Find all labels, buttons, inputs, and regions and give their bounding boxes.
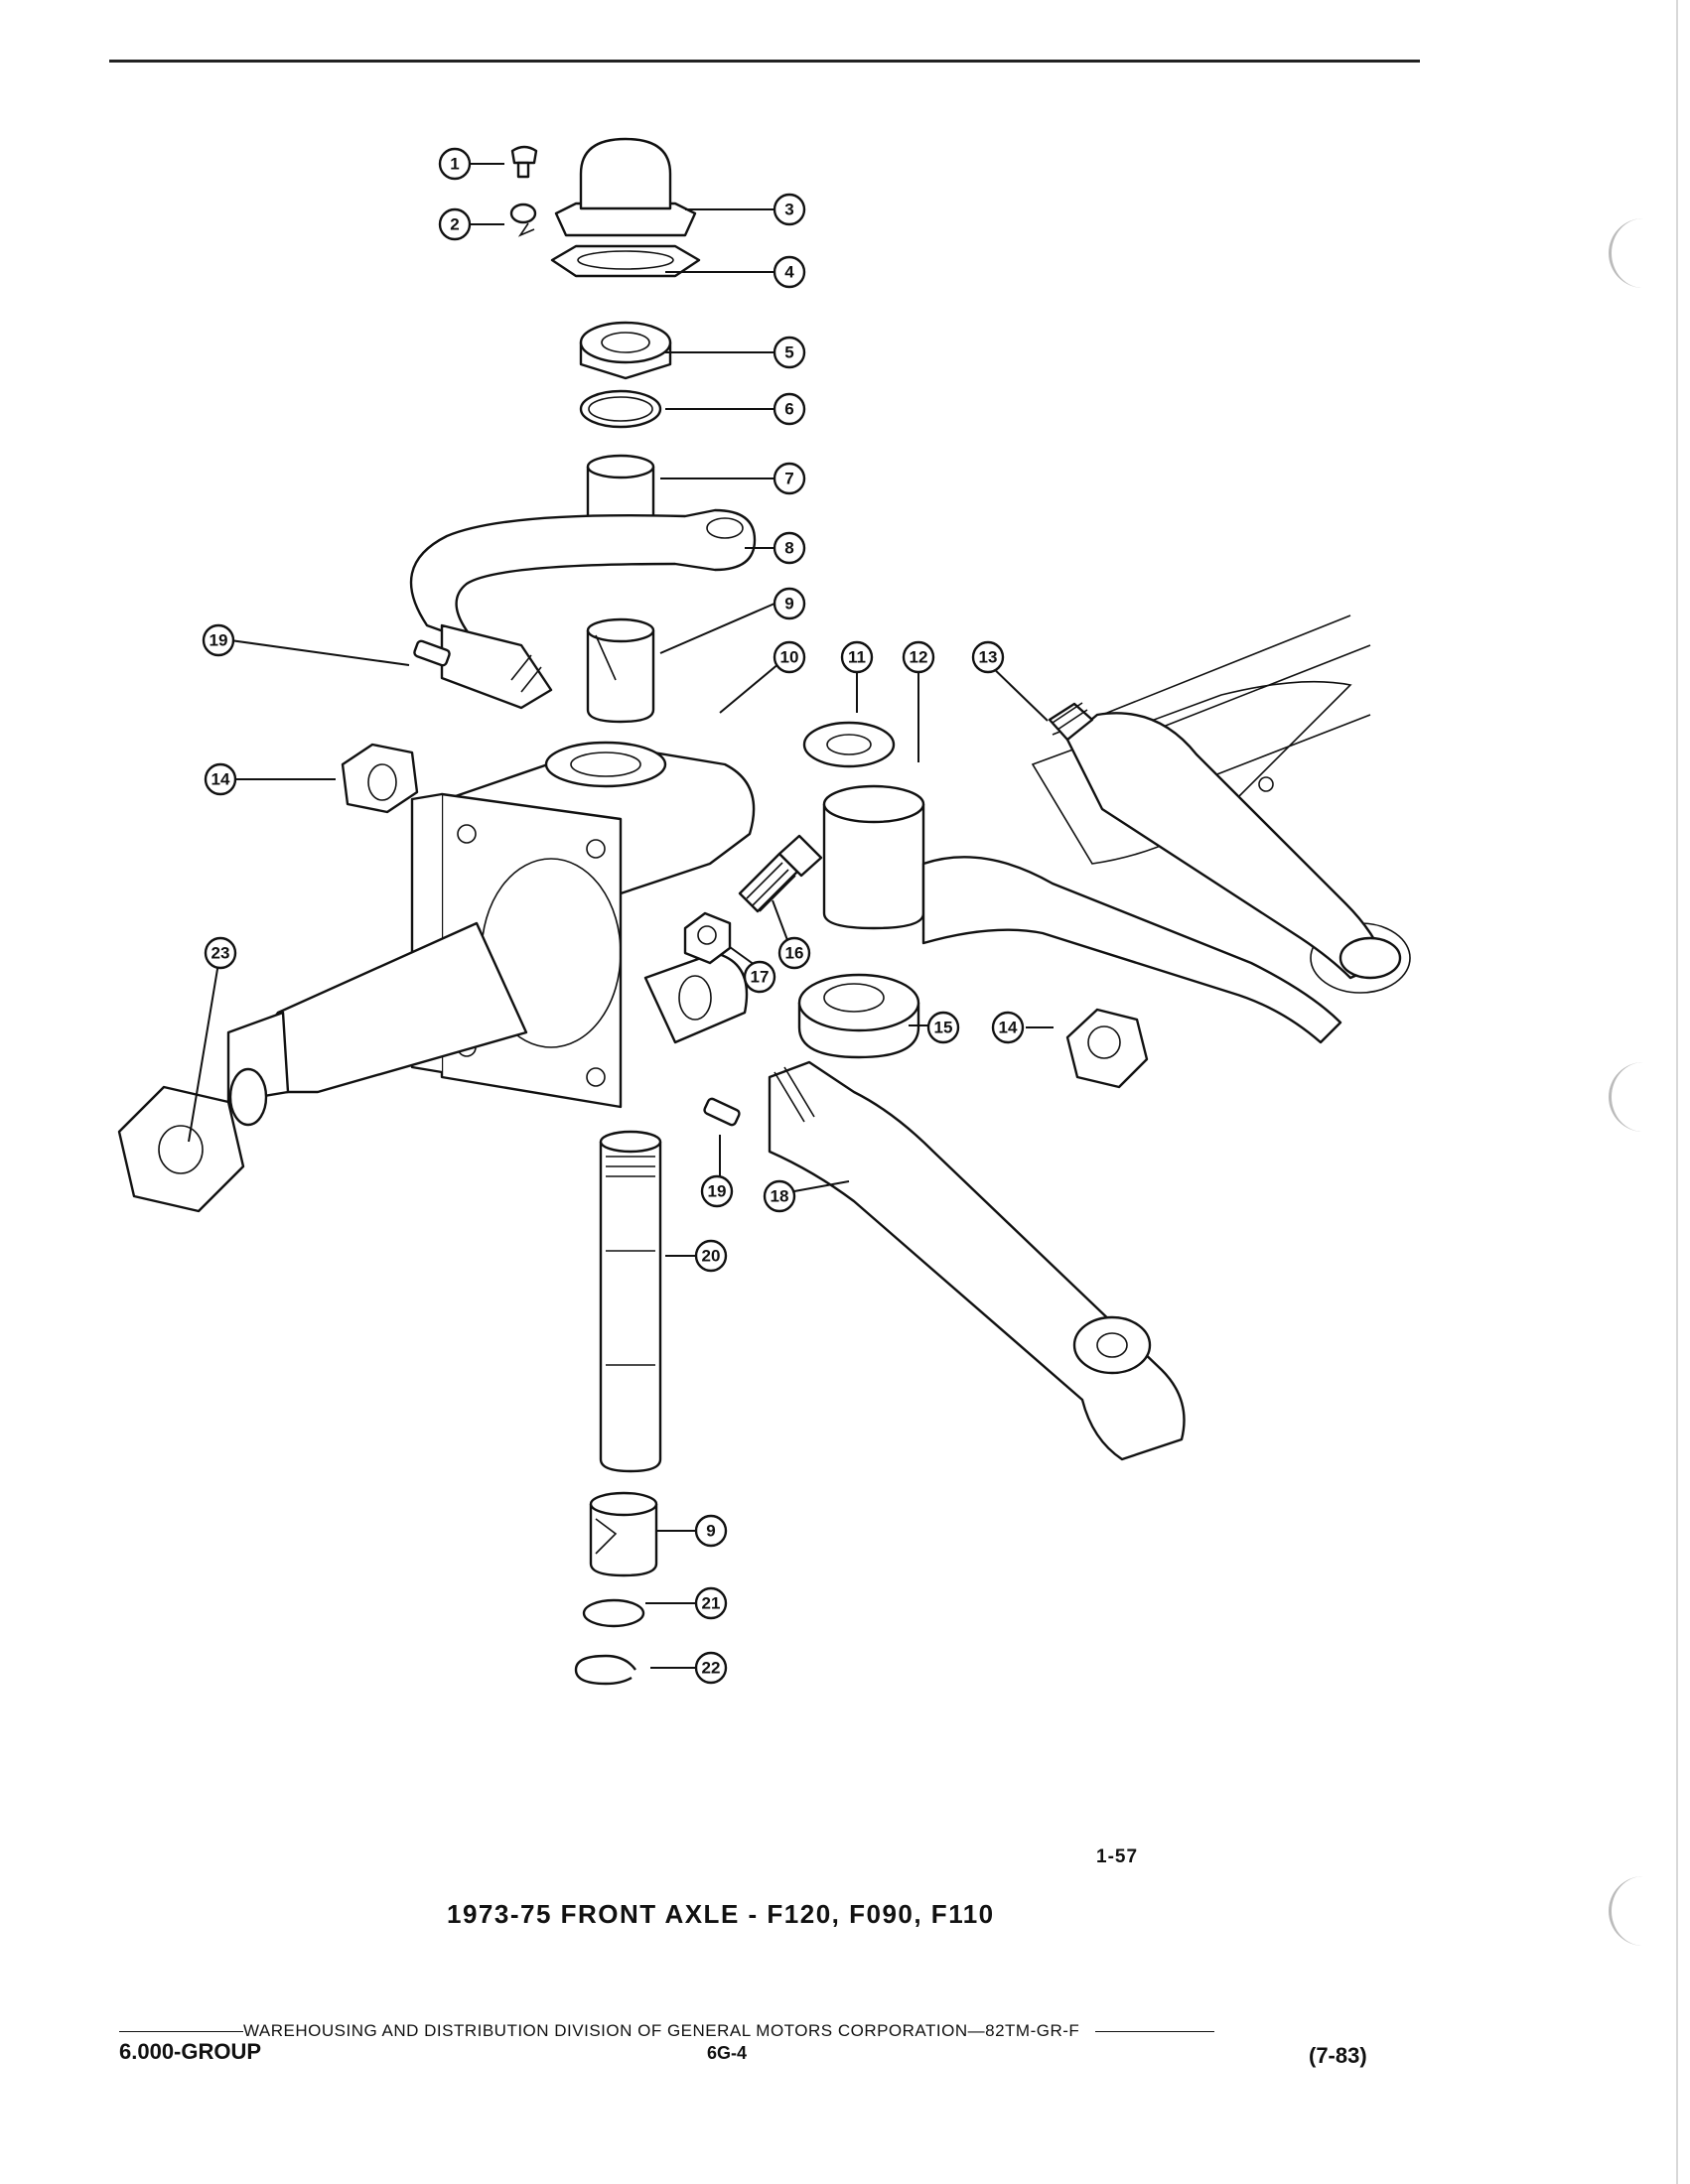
part-key bbox=[413, 639, 451, 667]
callout-label: 15 bbox=[934, 1019, 953, 1037]
part-screw bbox=[510, 145, 538, 179]
callout: 15 bbox=[926, 1011, 960, 1044]
callout: 22 bbox=[694, 1651, 728, 1685]
figure-number: 1-57 bbox=[1096, 1846, 1139, 1867]
part-steering-arm-lower bbox=[768, 1060, 1186, 1461]
callout: 23 bbox=[204, 936, 237, 970]
callout-label: 22 bbox=[702, 1659, 721, 1678]
part-key bbox=[703, 1097, 741, 1127]
callout-label: 23 bbox=[211, 944, 230, 963]
part-steering-knuckle bbox=[226, 741, 756, 1127]
callout: 19 bbox=[700, 1174, 734, 1208]
part-castle-nut bbox=[579, 321, 672, 380]
callout: 20 bbox=[694, 1239, 728, 1273]
callout-label: 12 bbox=[910, 648, 928, 667]
footer-division-line: WAREHOUSING AND DISTRIBUTION DIVISION OF… bbox=[119, 2021, 1390, 2041]
callout: 4 bbox=[773, 255, 806, 289]
callout: 21 bbox=[694, 1586, 728, 1620]
part-lock-washer bbox=[509, 203, 537, 224]
callout: 6 bbox=[773, 392, 806, 426]
callout: 14 bbox=[204, 762, 237, 796]
leader-lines bbox=[188, 163, 1054, 1669]
callout-label: 4 bbox=[784, 263, 794, 282]
part-tie-rod-arm bbox=[822, 784, 1411, 1044]
callout-label: 16 bbox=[785, 944, 804, 963]
callout-label: 17 bbox=[751, 968, 770, 987]
header-rule bbox=[109, 60, 1420, 63]
exploded-view-diagram: 1 2 3 4 5 6 7 8 9 10 11 12 13 19 14 23 1… bbox=[117, 137, 1411, 1686]
callout-label: 14 bbox=[211, 770, 230, 789]
part-bushing bbox=[586, 617, 655, 724]
callout: 16 bbox=[777, 936, 811, 970]
callout-label: 11 bbox=[848, 648, 866, 667]
callout: 1 bbox=[438, 147, 472, 181]
callout: 13 bbox=[971, 640, 1005, 674]
binder-hole bbox=[1609, 1876, 1651, 1946]
footer-date: (7-83) bbox=[1309, 2043, 1367, 2068]
figure-caption: 1973-75 FRONT AXLE - F120, F090, F110 bbox=[447, 1899, 995, 1929]
callout: 9 bbox=[694, 1514, 728, 1548]
part-o-ring bbox=[582, 1598, 645, 1628]
callout: 19 bbox=[202, 623, 235, 657]
part-thrust-bearing bbox=[797, 973, 920, 1059]
callout-label: 1 bbox=[450, 155, 459, 174]
part-cap bbox=[554, 137, 697, 237]
callout-label: 21 bbox=[702, 1594, 721, 1613]
footer-rule bbox=[1094, 2030, 1214, 2033]
footer-group: 6.000-GROUP bbox=[119, 2039, 262, 2064]
callout: 2 bbox=[438, 207, 472, 241]
callout-label: 6 bbox=[784, 400, 793, 419]
part-thrust-washer bbox=[802, 721, 896, 768]
callout: 18 bbox=[763, 1179, 796, 1213]
footer-page-code: 6G-4 bbox=[707, 2043, 748, 2063]
callout: 3 bbox=[773, 193, 806, 226]
footer-division: WAREHOUSING AND DISTRIBUTION DIVISION OF… bbox=[243, 2021, 1080, 2040]
callout-label: 8 bbox=[784, 539, 793, 558]
binder-hole bbox=[1609, 218, 1651, 288]
binder-hole bbox=[1609, 1062, 1651, 1132]
callout: 10 bbox=[773, 640, 806, 674]
callout-label: 19 bbox=[708, 1182, 727, 1201]
part-king-pin bbox=[599, 1130, 662, 1473]
footer-rule bbox=[119, 2030, 243, 2033]
callout-label: 2 bbox=[450, 215, 459, 234]
callout: 14 bbox=[991, 1011, 1025, 1044]
part-castle-nut-right bbox=[1065, 1008, 1149, 1089]
callout-label: 7 bbox=[784, 470, 793, 488]
callout-label: 9 bbox=[784, 595, 793, 614]
callout-label: 10 bbox=[780, 648, 799, 667]
callout-label: 9 bbox=[706, 1522, 715, 1541]
part-hex-nut bbox=[341, 743, 419, 814]
part-steering-arm-upper bbox=[409, 508, 757, 710]
callout-label: 5 bbox=[784, 343, 793, 362]
callout: 8 bbox=[773, 531, 806, 565]
callout-label: 14 bbox=[999, 1019, 1018, 1037]
callout-label: 18 bbox=[771, 1187, 789, 1206]
callout: 12 bbox=[902, 640, 935, 674]
callout: 11 bbox=[840, 640, 874, 674]
callout-label: 19 bbox=[210, 631, 228, 650]
page-edge bbox=[1676, 0, 1678, 2184]
part-bushing-lower bbox=[589, 1491, 658, 1577]
callout: 5 bbox=[773, 336, 806, 369]
callout: 17 bbox=[743, 960, 776, 994]
part-snap-ring bbox=[574, 1654, 636, 1686]
part-tie-rod-end bbox=[1048, 702, 1402, 980]
callout: 9 bbox=[773, 587, 806, 620]
callout-label: 3 bbox=[784, 201, 793, 219]
callout-label: 13 bbox=[979, 648, 998, 667]
part-bolt bbox=[738, 834, 823, 913]
part-spindle-nut bbox=[117, 1085, 245, 1213]
callout: 7 bbox=[773, 462, 806, 495]
callout-label: 20 bbox=[702, 1247, 721, 1266]
